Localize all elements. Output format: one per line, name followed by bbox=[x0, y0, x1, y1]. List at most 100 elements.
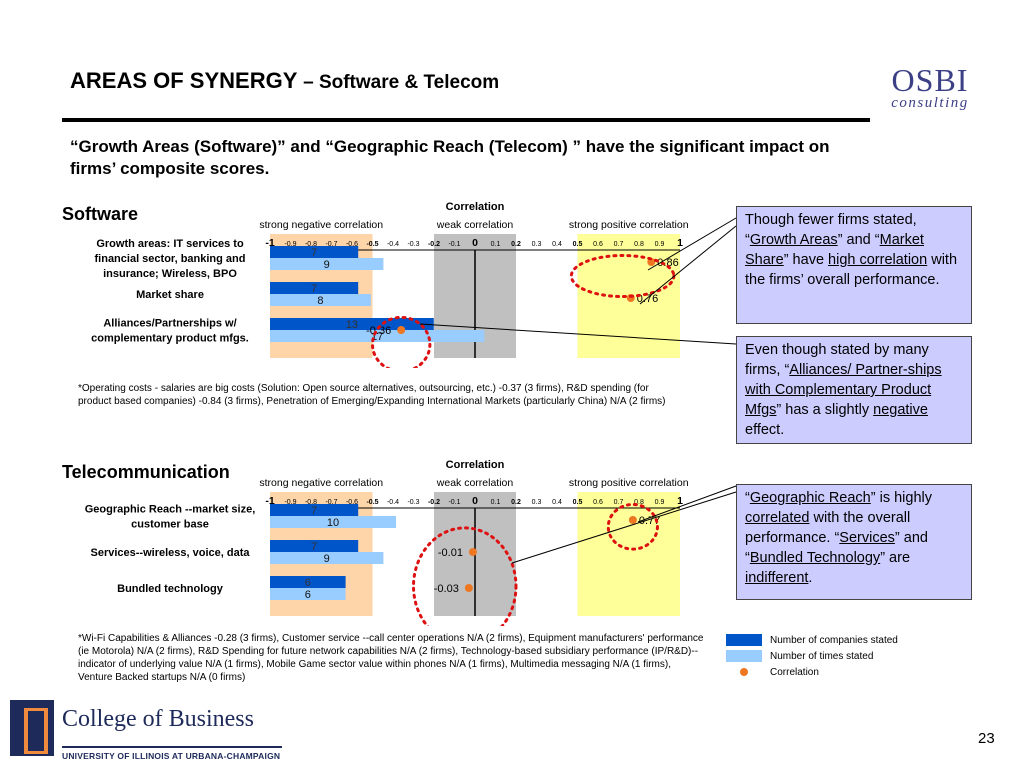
bar-companies-label: 13 bbox=[346, 319, 358, 331]
tick-label: 0.2 bbox=[511, 241, 521, 248]
tick-label: 0.9 bbox=[655, 241, 665, 248]
correlation-point bbox=[464, 584, 473, 592]
connector-growth-areas bbox=[647, 217, 737, 271]
bar-times-label: 6 bbox=[305, 589, 311, 601]
tick-label: -0.3 bbox=[407, 241, 419, 248]
bar-companies-label: 6 bbox=[305, 577, 311, 589]
tick-label: -0.6 bbox=[346, 499, 358, 506]
highlight-circle bbox=[606, 502, 659, 551]
category-label: Market share bbox=[136, 289, 204, 301]
tick-label: 0.3 bbox=[532, 241, 542, 248]
tick-label: -1 bbox=[265, 237, 274, 249]
tick-label: 0.4 bbox=[552, 499, 562, 506]
bar-times-label: 9 bbox=[324, 553, 330, 565]
category-label: insurance; Wireless, BPO bbox=[103, 268, 237, 280]
category-label: Services--wireless, voice, data bbox=[91, 547, 251, 559]
zone-strong-negative-label: strong negative correlation bbox=[259, 219, 383, 231]
osbi-logo: OSBI consulting bbox=[884, 62, 976, 111]
tick-label: -0.4 bbox=[387, 241, 399, 248]
tick-label: -0.9 bbox=[284, 241, 296, 248]
zone-strong-negative-label: strong negative correlation bbox=[259, 477, 383, 489]
chart-title: Correlation bbox=[446, 201, 505, 213]
tick-label: -0.2 bbox=[428, 499, 440, 506]
bar-times bbox=[270, 552, 384, 564]
tick-label: 0.5 bbox=[573, 241, 583, 248]
callout-alliances: Even though stated by many firms, “Allia… bbox=[736, 336, 972, 444]
title-main: AREAS OF SYNERGY bbox=[70, 68, 297, 93]
footnote-telecom: *Wi-Fi Capabilities & Alliances -0.28 (3… bbox=[78, 633, 704, 683]
headline: “Growth Areas (Software)” and “Geographi… bbox=[70, 137, 830, 178]
bar-times bbox=[270, 258, 384, 270]
tick-label: 0.6 bbox=[593, 499, 603, 506]
tick-label: 0 bbox=[472, 237, 478, 249]
college-name: College of Business bbox=[62, 706, 254, 732]
zone-weak-label: weak correlation bbox=[436, 477, 514, 489]
tick-label: 0.9 bbox=[655, 499, 665, 506]
connector-alliances bbox=[419, 323, 737, 345]
footnote-software: *Operating costs - salaries are big cost… bbox=[78, 383, 666, 407]
college-logo: College of Business UNIVERSITY OF ILLINO… bbox=[10, 700, 282, 766]
bar-companies bbox=[270, 246, 359, 258]
university-name: UNIVERSITY OF ILLINOIS AT URBANA-CHAMPAI… bbox=[62, 751, 281, 761]
bar-times bbox=[270, 294, 371, 306]
category-label: complementary product mfgs. bbox=[91, 333, 249, 345]
connector-services bbox=[511, 491, 737, 564]
bar-companies-label: 7 bbox=[311, 247, 317, 259]
page-number: 23 bbox=[978, 730, 995, 747]
bar-companies-label: 7 bbox=[311, 283, 317, 295]
tick-label: 1 bbox=[677, 237, 683, 249]
highlight-circle bbox=[371, 315, 432, 368]
tick-label: -0.7 bbox=[325, 241, 337, 248]
correlation-label: 0.86 bbox=[657, 257, 678, 269]
bar-times bbox=[270, 516, 396, 528]
bar-companies bbox=[270, 540, 359, 552]
chart-title: Correlation bbox=[446, 459, 505, 471]
callout-growth-areas: Though fewer firms stated, “Growth Areas… bbox=[736, 206, 972, 324]
tick-label: -0.5 bbox=[366, 241, 378, 248]
tick-label: -0.7 bbox=[325, 499, 337, 506]
tick-label: -0.6 bbox=[346, 241, 358, 248]
bar-times-label: 9 bbox=[324, 259, 330, 271]
logo-wordmark: OSBI bbox=[891, 62, 969, 98]
category-label: Bundled technology bbox=[117, 583, 224, 595]
telecom-chart: Correlation strong negative correlation we… bbox=[85, 459, 689, 626]
correlation-label: -0.01 bbox=[438, 547, 463, 559]
legend-swatch-companies bbox=[726, 634, 762, 646]
legend-times: Number of times stated bbox=[726, 648, 986, 664]
correlation-point bbox=[628, 516, 637, 524]
zone-weak-label: weak correlation bbox=[436, 219, 514, 231]
tick-label: -0.4 bbox=[387, 499, 399, 506]
tick-label: 1 bbox=[677, 495, 683, 507]
tick-label: 0.6 bbox=[593, 241, 603, 248]
tick-label: 0.8 bbox=[634, 241, 644, 248]
bar-companies bbox=[270, 504, 359, 516]
college-rule bbox=[62, 746, 282, 748]
category-label: Alliances/Partnerships w/ bbox=[103, 318, 236, 330]
legend-correlation: Correlation bbox=[726, 664, 986, 680]
bar-times-label: 8 bbox=[317, 295, 323, 307]
bar-companies bbox=[270, 576, 346, 588]
zone-strong-positive-label: strong positive correlation bbox=[569, 219, 689, 231]
tick-label: 0 bbox=[472, 495, 478, 507]
title-sub: – Software & Telecom bbox=[303, 72, 500, 93]
correlation-label: -0.36 bbox=[366, 325, 391, 337]
bar-times-label: 10 bbox=[327, 517, 339, 529]
tick-label: -0.8 bbox=[305, 499, 317, 506]
connector-market-share bbox=[639, 225, 737, 305]
tick-label: -0.9 bbox=[284, 499, 296, 506]
tick-label: 0.3 bbox=[532, 499, 542, 506]
correlation-point bbox=[397, 326, 406, 334]
logo-tagline: consulting bbox=[891, 95, 969, 111]
tick-label: -0.5 bbox=[366, 499, 378, 506]
bar-times bbox=[270, 588, 346, 600]
category-label: financial sector, banking and bbox=[95, 253, 246, 265]
title-rule bbox=[62, 118, 870, 122]
tick-label: 0.7 bbox=[614, 499, 624, 506]
legend-swatch-times bbox=[726, 650, 762, 662]
category-label: Growth areas: IT services to bbox=[96, 238, 244, 250]
legend-companies: Number of companies stated bbox=[726, 632, 986, 648]
section-title-telecom: Telecommunication bbox=[62, 462, 230, 482]
highlight-circle bbox=[412, 526, 518, 626]
correlation-label: -0.03 bbox=[434, 583, 459, 595]
